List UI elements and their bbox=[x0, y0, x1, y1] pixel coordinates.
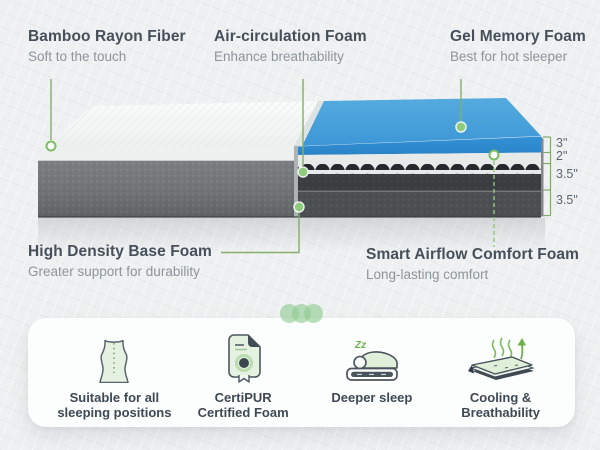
thickness-air-circulation: 2" bbox=[556, 149, 568, 163]
bamboo-marker bbox=[45, 140, 57, 152]
green-dot bbox=[304, 304, 323, 323]
right-edge-face bbox=[541, 136, 544, 217]
zz-text: Zz bbox=[354, 340, 366, 351]
feature-deeper-sleep: Zz Deeper sleep bbox=[308, 331, 437, 427]
back-spine-icon bbox=[92, 331, 136, 383]
callout-smart-airflow: Smart Airflow Comfort Foam Long-lasting … bbox=[366, 246, 579, 282]
callout-subtitle: Long-lasting comfort bbox=[366, 267, 489, 282]
air-circulation-marker bbox=[297, 166, 309, 178]
layer-markers bbox=[45, 121, 500, 213]
cover-front-band bbox=[38, 146, 294, 161]
feature-label-line1: Deeper sleep bbox=[331, 390, 413, 405]
feature-label-line1: Cooling & bbox=[469, 390, 532, 405]
thickness-base-foam: 3.5" bbox=[556, 193, 578, 207]
gel-memory-foam-top bbox=[302, 98, 541, 146]
callout-bamboo: Bamboo Rayon Fiber Soft to the touch bbox=[28, 28, 186, 64]
feature-label-line2: Certified Foam bbox=[197, 405, 289, 421]
callout-title: Air-circulation Foam bbox=[214, 28, 367, 45]
airflow-foam-teeth bbox=[298, 164, 541, 174]
breathable-layers-icon bbox=[464, 331, 538, 383]
smart-airflow-marker bbox=[488, 149, 500, 161]
dimension-bracket bbox=[543, 136, 552, 217]
callout-connectors bbox=[50, 79, 495, 254]
callout-subtitle: Best for hot sleeper bbox=[450, 49, 568, 64]
callout-subtitle: Enhance breathability bbox=[214, 49, 344, 64]
feature-label-line2: Breathability bbox=[461, 405, 540, 421]
callout-high-density: High Density Base Foam Greater support f… bbox=[28, 243, 212, 279]
sleeping-person-icon: Zz bbox=[343, 331, 401, 383]
cut-seam bbox=[294, 146, 298, 217]
features-card: Suitable for all sleeping positions Cert… bbox=[28, 304, 575, 427]
feature-cooling: Cooling & Breathability bbox=[436, 331, 565, 427]
feature-label-line2: sleeping positions bbox=[57, 405, 172, 421]
high-density-connector-line bbox=[221, 212, 300, 254]
callout-air-circulation: Air-circulation Foam Enhance breathabili… bbox=[214, 28, 367, 64]
feature-certipur: CertiPUR Certified Foam bbox=[179, 331, 308, 427]
certipur-certificate-icon bbox=[222, 331, 264, 383]
cover-cut-face bbox=[294, 101, 324, 146]
callout-subtitle: Soft to the touch bbox=[28, 49, 127, 64]
mattress-cover-section bbox=[38, 101, 324, 217]
feature-sleeping-positions: Suitable for all sleeping positions bbox=[50, 331, 179, 427]
callout-title: Gel Memory Foam bbox=[450, 28, 586, 45]
feature-label-line1: Suitable for all bbox=[69, 390, 160, 405]
feature-label-line1: CertiPUR bbox=[214, 390, 272, 405]
high-density-marker bbox=[293, 201, 305, 213]
mattress-reflection bbox=[38, 218, 545, 252]
callout-title: Smart Airflow Comfort Foam bbox=[366, 246, 580, 263]
card-dots-decoration bbox=[280, 304, 323, 323]
gel-memory-marker bbox=[455, 121, 467, 133]
airflow-waves bbox=[491, 337, 512, 359]
callout-title: High Density Base Foam bbox=[28, 243, 212, 260]
thickness-gel-memory: 3" bbox=[556, 136, 568, 150]
thickness-smart-airflow: 3.5" bbox=[556, 167, 578, 181]
callout-title: Bamboo Rayon Fiber bbox=[28, 28, 186, 45]
mattress-cutaway-section bbox=[38, 98, 544, 218]
callout-gel-memory: Gel Memory Foam Best for hot sleeper bbox=[450, 28, 586, 64]
callout-subtitle: Greater support for durability bbox=[28, 264, 200, 279]
gel-memory-foam-front bbox=[298, 136, 541, 155]
